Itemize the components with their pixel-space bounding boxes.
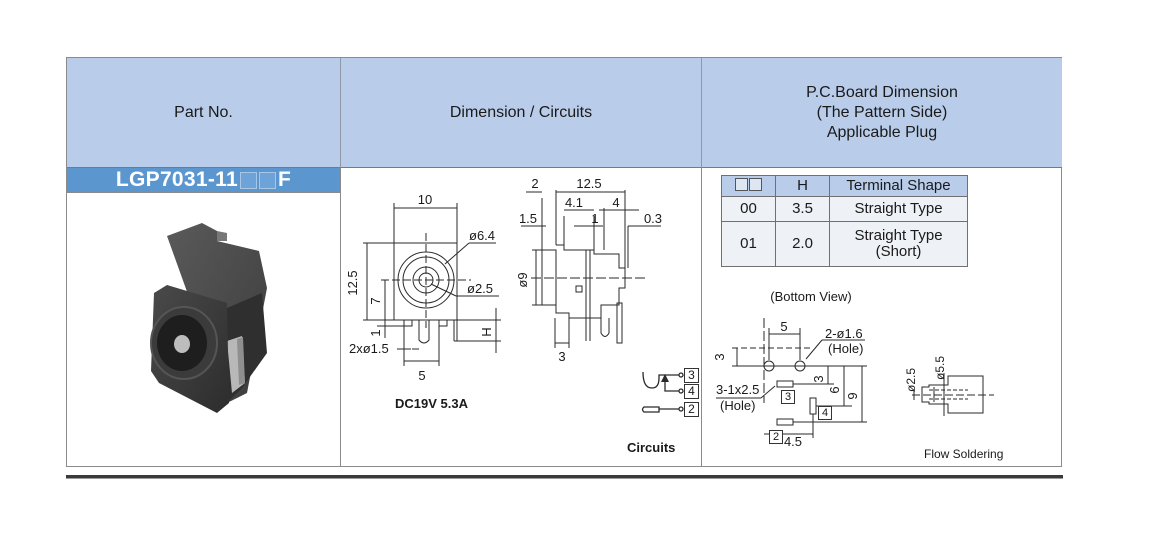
dim-center-height: 7 bbox=[368, 297, 383, 304]
placeholder-box-icon bbox=[735, 178, 748, 191]
dim-1: 1 bbox=[591, 211, 598, 226]
cell-h: 2.0 bbox=[775, 221, 830, 267]
cell-h: 3.5 bbox=[775, 196, 830, 222]
circuit-terminal-3: 3 bbox=[684, 368, 699, 383]
pcb-dimension-panel: H Terminal Shape 00 3.5 Straight Type 01… bbox=[702, 168, 1062, 466]
dim-5: 5 bbox=[780, 319, 787, 334]
pin-label-4: 4 bbox=[818, 406, 832, 420]
dim-outer-dia: ø6.4 bbox=[469, 228, 495, 243]
column-divider bbox=[340, 168, 341, 466]
dim-4: 4 bbox=[612, 195, 619, 210]
flow-soldering-label: Flow Soldering bbox=[924, 447, 1003, 461]
placeholder-box-icon bbox=[749, 178, 762, 191]
dim-dia9: ø9 bbox=[515, 272, 530, 287]
dim-height: 12.5 bbox=[345, 270, 360, 295]
cell-shape: Straight Type bbox=[829, 196, 968, 222]
dim-terminal-h: H bbox=[479, 327, 494, 336]
cell-code: 00 bbox=[721, 196, 776, 222]
rating-label: DC19V 5.3A bbox=[395, 396, 469, 411]
table-header-terminal-shape: Terminal Shape bbox=[829, 175, 968, 197]
header-pcb: P.C.Board Dimension (The Pattern Side) A… bbox=[701, 58, 1062, 168]
pcb-drawing-svg: (Bottom View) bbox=[712, 289, 1003, 461]
bottom-divider bbox=[66, 475, 1063, 478]
dim-2: 2 bbox=[531, 176, 538, 191]
dim-width: 10 bbox=[418, 192, 432, 207]
dim-12-5: 12.5 bbox=[576, 176, 601, 191]
slots-label: 3-1x2.5 bbox=[716, 382, 759, 397]
bottom-divider-shadow bbox=[66, 478, 1063, 479]
dim-holes: 2xø1.5 bbox=[349, 341, 389, 356]
dim-0-3: 0.3 bbox=[644, 211, 662, 226]
table-header-code bbox=[721, 175, 776, 197]
dim-3-top: 3 bbox=[712, 353, 727, 360]
cell-code: 01 bbox=[721, 221, 776, 267]
terminal-shape-table: H Terminal Shape 00 3.5 Straight Type 01… bbox=[721, 175, 968, 267]
cell-shape: Straight Type(Short) bbox=[829, 221, 968, 267]
cell-shape-line2: (Short) bbox=[875, 243, 922, 260]
dim-9: 9 bbox=[845, 392, 860, 399]
table-row: 00 3.5 Straight Type bbox=[721, 196, 968, 222]
dim-4-5: 4.5 bbox=[784, 434, 802, 449]
header-part-no-label: Part No. bbox=[174, 103, 233, 121]
part-number-band: LGP7031-11 F bbox=[67, 168, 340, 193]
plug-inner-dia: ø2.5 bbox=[904, 368, 918, 392]
dim-4-1: 4.1 bbox=[565, 195, 583, 210]
circuit-diagram bbox=[641, 371, 684, 413]
slots-note: (Hole) bbox=[720, 398, 755, 413]
plug-outer-dia: ø5.5 bbox=[933, 356, 947, 380]
dc-jack-photo-icon bbox=[150, 223, 267, 413]
holes-note: (Hole) bbox=[828, 341, 863, 356]
dim-pin-dia: ø2.5 bbox=[467, 281, 493, 296]
holes-label: 2-ø1.6 bbox=[825, 326, 863, 341]
product-spec-table: Part No. Dimension / Circuits P.C.Board … bbox=[66, 57, 1062, 467]
dim-3: 3 bbox=[558, 349, 565, 364]
table-header-h: H bbox=[775, 175, 830, 197]
dimension-drawing-svg: 10 12.5 7 1 ø6.4 ø2.5 2xø1.5 5 H DC19V 5… bbox=[345, 176, 684, 413]
column-divider bbox=[701, 168, 702, 466]
header-dimension: Dimension / Circuits bbox=[340, 58, 701, 168]
cell-shape-line1: Straight Type bbox=[854, 227, 943, 244]
dimension-drawings: 10 12.5 7 1 ø6.4 ø2.5 2xø1.5 5 H DC19V 5… bbox=[341, 168, 701, 466]
circuits-label: Circuits bbox=[627, 440, 676, 455]
front-view-body bbox=[393, 242, 458, 321]
dim-1-5: 1.5 bbox=[519, 211, 537, 226]
part-number-suffix: F bbox=[277, 168, 292, 191]
product-photo bbox=[67, 193, 340, 466]
dim-6: 6 bbox=[827, 386, 842, 393]
header-part-no: Part No. bbox=[67, 58, 340, 168]
dim-pin-offset: 1 bbox=[368, 329, 383, 336]
part-number-prefix: LGP7031-11 bbox=[115, 168, 238, 191]
dim-3-slot: 3 bbox=[811, 375, 826, 382]
bottom-view-title: (Bottom View) bbox=[770, 289, 851, 304]
circuit-terminal-4: 4 bbox=[684, 384, 699, 399]
header-pcb-line1: P.C.Board Dimension bbox=[806, 83, 958, 101]
pin-label-2: 2 bbox=[769, 430, 783, 444]
dim-pitch: 5 bbox=[418, 368, 425, 383]
table-row: 01 2.0 Straight Type(Short) bbox=[721, 221, 968, 267]
header-dimension-label: Dimension / Circuits bbox=[449, 103, 593, 121]
header-pcb-line2: (The Pattern Side) bbox=[816, 103, 948, 121]
circuit-terminal-2: 2 bbox=[684, 402, 699, 417]
placeholder-box-icon bbox=[258, 171, 276, 189]
header-pcb-line3: Applicable Plug bbox=[826, 123, 938, 141]
placeholder-box-icon bbox=[239, 171, 257, 189]
pin-label-3: 3 bbox=[781, 390, 795, 404]
